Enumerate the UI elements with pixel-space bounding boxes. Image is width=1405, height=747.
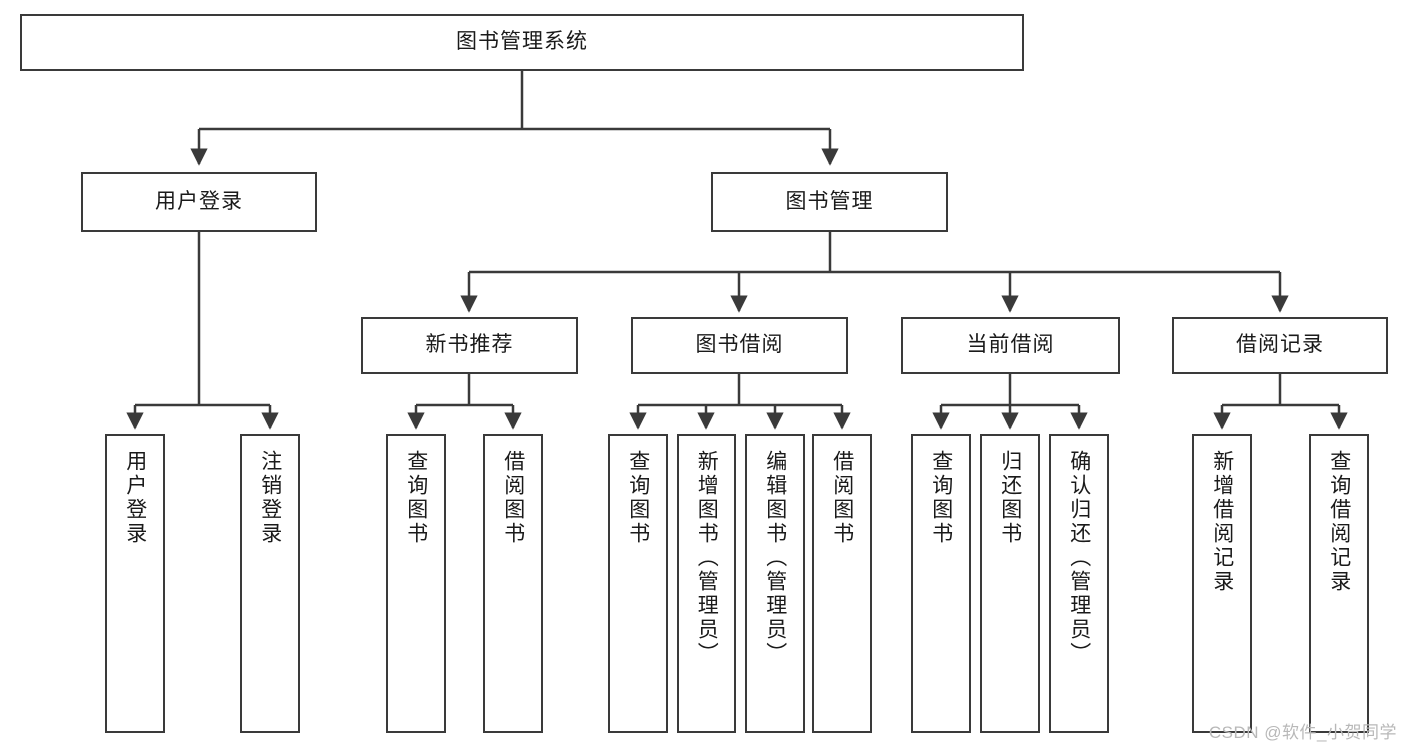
leaf-borrow-query-book[interactable]: 查询图书 [608,434,668,733]
node-current-borrow[interactable]: 当前借阅 [901,317,1120,374]
node-label: 新书推荐 [425,333,514,357]
node-label: 新增图书（管理员） [695,450,719,666]
node-label: 图书管理系统 [456,30,588,54]
leaf-current-return-book[interactable]: 归还图书 [980,434,1040,733]
node-label: 查询图书 [626,450,650,546]
node-label: 借阅记录 [1236,333,1324,357]
leaf-borrow-borrow-book[interactable]: 借阅图书 [812,434,872,733]
node-label: 图书借阅 [695,333,784,357]
node-label: 确认归还（管理员） [1067,450,1091,666]
leaf-borrow-add-book-admin[interactable]: 新增图书（管理员） [677,434,736,733]
node-label: 注销登录 [258,450,282,546]
node-label: 用户登录 [123,450,147,546]
leaf-current-confirm-return-admin[interactable]: 确认归还（管理员） [1049,434,1109,733]
leaf-record-query-record[interactable]: 查询借阅记录 [1309,434,1369,733]
node-new-book-recommend[interactable]: 新书推荐 [361,317,578,374]
leaf-record-add-record[interactable]: 新增借阅记录 [1192,434,1252,733]
node-book-borrow[interactable]: 图书借阅 [631,317,848,374]
leaf-user-login-signout[interactable]: 注销登录 [240,434,300,733]
node-label: 图书管理 [785,189,874,213]
node-label: 查询图书 [404,450,428,546]
leaf-recommend-query-book[interactable]: 查询图书 [386,434,446,733]
node-user-login[interactable]: 用户登录 [81,172,317,232]
node-label: 新增借阅记录 [1210,450,1234,594]
node-label: 用户登录 [155,189,243,213]
leaf-recommend-borrow-book[interactable]: 借阅图书 [483,434,543,733]
node-label: 借阅图书 [501,450,525,546]
leaf-user-login-signin[interactable]: 用户登录 [105,434,165,733]
node-borrow-record[interactable]: 借阅记录 [1172,317,1388,374]
leaf-borrow-edit-book-admin[interactable]: 编辑图书（管理员） [745,434,805,733]
node-book-management[interactable]: 图书管理 [711,172,948,232]
node-label: 查询图书 [929,450,953,546]
node-label: 编辑图书（管理员） [763,450,787,666]
node-label: 借阅图书 [830,450,854,546]
leaf-current-query-book[interactable]: 查询图书 [911,434,971,733]
node-label: 查询借阅记录 [1327,450,1351,594]
node-root-book-management-system[interactable]: 图书管理系统 [20,14,1024,71]
node-label: 归还图书 [998,450,1022,546]
node-label: 当前借阅 [966,333,1055,357]
